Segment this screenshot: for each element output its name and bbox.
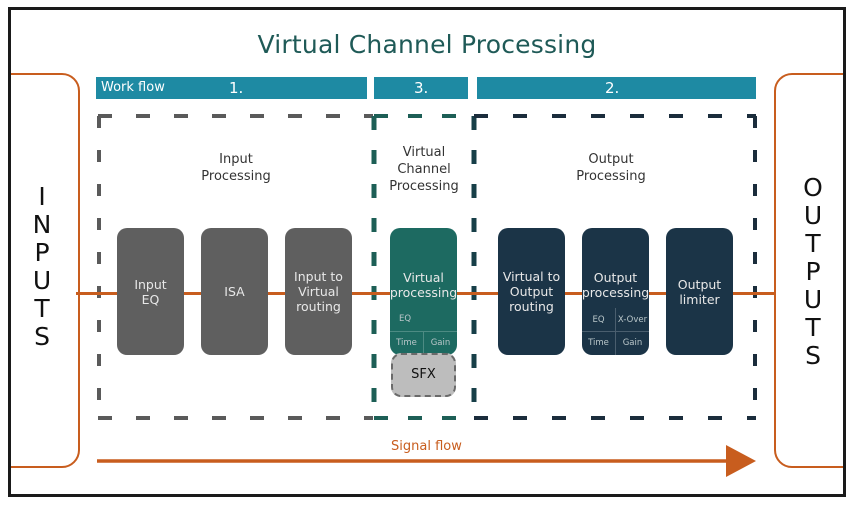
signal-flow-arrow-head xyxy=(726,445,756,477)
output-gain-label: Gain xyxy=(622,338,643,348)
output-time-label: Time xyxy=(588,338,609,348)
output-sub-divider-h xyxy=(582,331,649,332)
output-processing-block[interactable]: Output processing EQ X-Over Time Gain xyxy=(582,228,649,355)
signal-flow-arrow xyxy=(97,445,756,477)
diagram-title: Virtual Channel Processing xyxy=(257,30,597,59)
signal-flow-label: Signal flow xyxy=(391,439,462,454)
input-processing-label: Input Processing xyxy=(201,152,271,184)
virtual-sub-divider-v xyxy=(423,331,424,355)
virtual-to-output-routing-block[interactable]: Virtual to Output routing xyxy=(498,228,565,355)
virtual-time-label: Time xyxy=(396,338,417,348)
workflow-bar-step-1: Work flow 1. xyxy=(96,77,367,99)
output-sub-grid: EQ X-Over Time Gain xyxy=(582,308,649,355)
workflow-step-2: 2. xyxy=(605,79,620,97)
outputs-box xyxy=(774,73,843,468)
processing-regions xyxy=(97,114,757,420)
workflow-bar-step-3: 3. xyxy=(374,77,468,99)
sfx-block[interactable]: SFX xyxy=(391,353,456,397)
inputs-box xyxy=(11,73,80,468)
output-eq-label: EQ xyxy=(592,315,605,325)
workflow-bar-step-2: 2. xyxy=(477,77,756,99)
output-xover-label: X-Over xyxy=(617,315,648,325)
output-limiter-block[interactable]: Output limiter xyxy=(666,228,733,355)
virtual-eq-label: EQ xyxy=(399,314,412,324)
isa-block[interactable]: ISA xyxy=(201,228,268,355)
workflow-step-1: 1. xyxy=(229,79,244,97)
virtual-gain-label: Gain xyxy=(430,338,451,348)
virtual-processing-block[interactable]: Virtual processing EQ Time Gain xyxy=(390,228,457,355)
input-to-virtual-routing-block[interactable]: Input to Virtual routing xyxy=(285,228,352,355)
workflow-label: Work flow xyxy=(101,80,165,95)
virtual-sub-grid: EQ Time Gain xyxy=(390,308,457,355)
output-processing-label: Output Processing xyxy=(576,152,646,184)
input-eq-block[interactable]: Input EQ xyxy=(117,228,184,355)
virtual-channel-processing-label: Virtual Channel Processing xyxy=(389,145,459,194)
workflow-step-3: 3. xyxy=(414,79,429,97)
